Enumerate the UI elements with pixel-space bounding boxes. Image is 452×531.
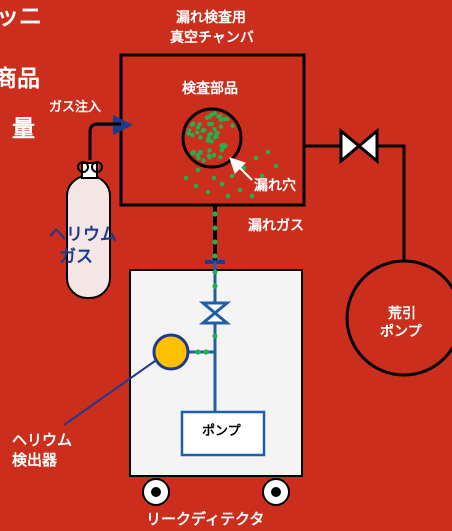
helium-dot [200, 128, 205, 133]
helium-dot [218, 124, 224, 129]
helium-dot [273, 163, 279, 169]
helium-dot [212, 283, 218, 289]
detector-pointer [63, 360, 156, 426]
helium-gas-label-line1: ヘリウム [49, 225, 117, 245]
helium-dot [195, 167, 201, 173]
helium-dot [208, 122, 213, 127]
roughing-valve-icon [339, 127, 379, 165]
helium-dot [195, 349, 201, 355]
helium-dot [225, 193, 231, 199]
helium-dot [218, 118, 224, 123]
roughing-pump-label-line2: ポンプ [380, 324, 422, 340]
helium-dot [195, 130, 200, 135]
detector-valve-icon [198, 301, 232, 325]
gas-hose [88, 122, 121, 160]
corner-fragment-3: 量 [12, 116, 35, 142]
leak-gas-label: 漏れガス [248, 218, 304, 234]
test-part-label: 検査部品 [182, 81, 238, 97]
helium-dots-in-pipe [195, 211, 218, 355]
leak-hole-label: 漏れ穴 [254, 178, 296, 194]
helium-dot [204, 115, 210, 120]
roughing-pipe [304, 144, 406, 262]
helium-dot [212, 333, 218, 339]
chamber-title-line1: 漏れ検査用 [176, 10, 246, 26]
helium-dot [190, 121, 196, 126]
chamber-title-line2: 真空チャンバ [170, 30, 254, 46]
helium-dot [207, 148, 212, 153]
helium-dot [212, 211, 218, 217]
helium-dot [224, 116, 230, 122]
caster-wheel-hub [271, 487, 281, 497]
helium-dot [190, 151, 195, 156]
helium-dot [229, 173, 235, 179]
helium-dot [265, 149, 271, 155]
helium-dot [212, 239, 218, 245]
helium-dot [216, 114, 221, 119]
leak-detector-label: リークディテクタ [146, 510, 265, 528]
test-part [181, 107, 243, 169]
helium-dot [208, 131, 214, 136]
helium-dot [214, 134, 219, 139]
pump-label: ポンプ [202, 424, 241, 439]
helium-dot [209, 112, 214, 117]
helium-dot [195, 153, 201, 158]
helium-detector-label-line2: 検出器 [12, 451, 58, 469]
cylinder-knob-right [91, 161, 103, 173]
helium-gas-label-line2: ガス [59, 247, 93, 267]
helium-dot [207, 155, 212, 160]
cylinder-knob-left [77, 161, 89, 173]
helium-dot [211, 175, 217, 181]
helium-dot [183, 175, 189, 181]
internal-pump [180, 410, 266, 457]
helium-dots-inside-part [186, 111, 235, 163]
helium-dot [212, 127, 217, 132]
corner-fragment-1: ッニ [0, 4, 42, 30]
helium-dot [193, 183, 199, 189]
helium-dot [212, 253, 218, 259]
helium-detector [152, 333, 190, 371]
helium-dot [218, 155, 223, 160]
helium-dot [203, 349, 209, 355]
leaked-helium-dots [183, 149, 279, 199]
helium-dot [253, 155, 259, 161]
helium-dot [195, 125, 201, 130]
helium-dot [249, 193, 255, 199]
helium-dot [211, 153, 217, 158]
helium-dot [197, 149, 203, 155]
helium-dot [219, 181, 225, 187]
helium-dot [201, 158, 206, 163]
roughing-pump [345, 259, 452, 377]
helium-dot [259, 173, 265, 179]
helium-dot [221, 143, 226, 148]
helium-dot [190, 132, 195, 138]
helium-dot [237, 187, 243, 193]
helium-dot [212, 225, 218, 231]
gas-injection-label: ガス注入 [49, 100, 102, 115]
roughing-pump-label-line1: 荒引 [388, 306, 416, 322]
helium-detector-label-line1: ヘリウム [12, 431, 73, 449]
helium-dot [187, 128, 192, 133]
helium-dot [212, 269, 218, 275]
helium-dot [198, 135, 203, 140]
caster-wheel-hub [151, 487, 161, 497]
helium-dot [230, 123, 235, 128]
helium-dot [209, 139, 214, 144]
cylinder-valve [81, 162, 98, 179]
corner-fragment-2: 商品 [0, 66, 40, 92]
leak-hole-pointer [229, 157, 253, 181]
helium-dot [205, 189, 211, 195]
